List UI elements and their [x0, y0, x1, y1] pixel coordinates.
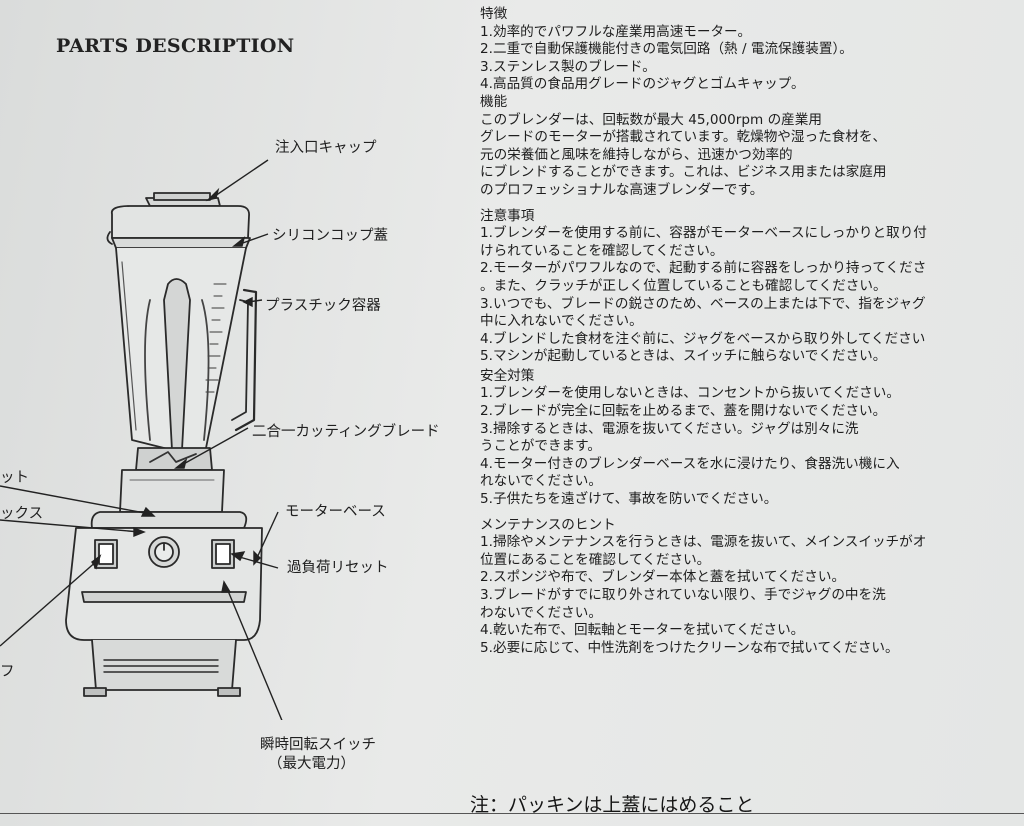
maintenance-line: 4.乾いた布で、回転軸とモーターを拭いてください。 [480, 622, 805, 639]
caution-line: 5.マシンが起動しているときは、スイッチに触らないでください。 [480, 348, 887, 365]
label-silicone-lid: シリコンコップ蓋 [272, 228, 388, 244]
caution-line: 4.ブレンドした食材を注ぐ前に、ジャグをベースから取り外してください [480, 330, 926, 347]
label-plastic-container: プラスチック容器 [265, 298, 381, 314]
function-title: 機能 [480, 93, 508, 110]
maintenance-title: メンテナンスのヒント [480, 516, 616, 533]
maintenance-line: 5.必要に応じて、中性洗剤をつけたクリーンな布で拭いてください。 [480, 639, 899, 656]
label-cutting-blade: 二合一カッティングブレード [252, 424, 440, 440]
caution-title: 注意事項 [480, 207, 535, 224]
features-item: 3.ステンレス製のブレード。 [480, 58, 656, 75]
features-title: 特徴 [480, 6, 508, 22]
safety-line: れないでください。 [480, 473, 602, 490]
safety-line: うことができます。 [480, 438, 601, 455]
safety-line: 5.子供たちを遠ざけて、事故を防いでください。 [480, 491, 778, 508]
label-overload-reset: 過負荷リセット [287, 560, 389, 576]
label-cut-left-2: ックス [0, 506, 44, 522]
features-item: 1.効率的でパワフルな産業用高速モーター。 [480, 23, 752, 40]
instructions-column: 特徴 1.効率的でパワフルな産業用高速モーター。 2.二重で自動保護機能付きの電… [480, 6, 1024, 657]
function-line: このブレンダーは、回転数が最大 45,000rpm の産業用 [480, 111, 822, 128]
safety-line: 3.掃除するときは、電源を抜いてください。ジャグは別々に洗 [480, 420, 859, 437]
maintenance-line: 2.スポンジや布で、ブレンダー本体と蓋を拭いてください。 [480, 569, 846, 586]
caution-line: 。また、クラッチが正しく位置していることも確認してください。 [480, 277, 887, 294]
caution-line: 中に入れないでください。 [480, 313, 643, 330]
bottom-rule [0, 813, 1024, 814]
function-line: にブレンドすることができます。これは、ビジネス用または家庭用 [480, 164, 887, 181]
label-pulse-switch-power: （最大電力） [268, 756, 355, 772]
parts-description-heading: PARTS DESCRIPTION [56, 35, 295, 57]
label-pulse-switch: 瞬時回転スイッチ [260, 737, 376, 753]
maintenance-line: わないでください。 [480, 604, 602, 621]
blender-diagram [0, 159, 283, 720]
packing-note: 注：パッキンは上蓋にはめること [470, 794, 755, 816]
caution-line: けられていることを確認してください。 [480, 242, 724, 259]
features-item: 2.二重で自動保護機能付きの電気回路（熱 / 電流保護装置）。 [480, 41, 853, 58]
maintenance-line: 1.掃除やメンテナンスを行うときは、電源を抜いて、メインスイッチがオ [480, 534, 927, 551]
function-line: のプロフェッショナルな高速ブレンダーです。 [480, 181, 764, 198]
safety-title: 安全対策 [480, 367, 535, 384]
caution-line: 1.ブレンダーを使用する前に、容器がモーターベースにしっかりと取り付 [480, 225, 927, 242]
safety-line: 4.モーター付きのブレンダーベースを水に浸けたり、食器洗い機に入 [480, 455, 900, 472]
function-line: グレードのモーターが搭載されています。乾燥物や湿った食材を、 [480, 129, 887, 146]
label-cut-left-1: ット [0, 470, 29, 486]
maintenance-line: 3.ブレードがすでに取り外されていない限り、手でジャグの中を洗 [480, 587, 886, 603]
function-line: 元の栄養価と風味を維持しながら、迅速かつ効率的 [480, 146, 793, 163]
label-lid-cap: 注入口キャップ [275, 140, 377, 156]
label-motor-base: モーターベース [285, 504, 386, 520]
label-cut-left-3: フ [0, 664, 15, 680]
caution-line: 2.モーターがパワフルなので、起動する前に容器をしっかり持ってくださ [480, 260, 927, 277]
caution-line: 3.いつでも、ブレードの鋭さのため、ベースの上または下で、指をジャグ [480, 295, 926, 312]
maintenance-line: 位置にあることを確認してください。 [480, 551, 711, 568]
safety-line: 1.ブレンダーを使用しないときは、コンセントから抜いてください。 [480, 385, 900, 402]
features-item: 4.高品質の食品用グレードのジャグとゴムキャップ。 [480, 76, 805, 93]
safety-line: 2.ブレードが完全に回転を止めるまで、蓋を開けないでください。 [480, 403, 887, 420]
